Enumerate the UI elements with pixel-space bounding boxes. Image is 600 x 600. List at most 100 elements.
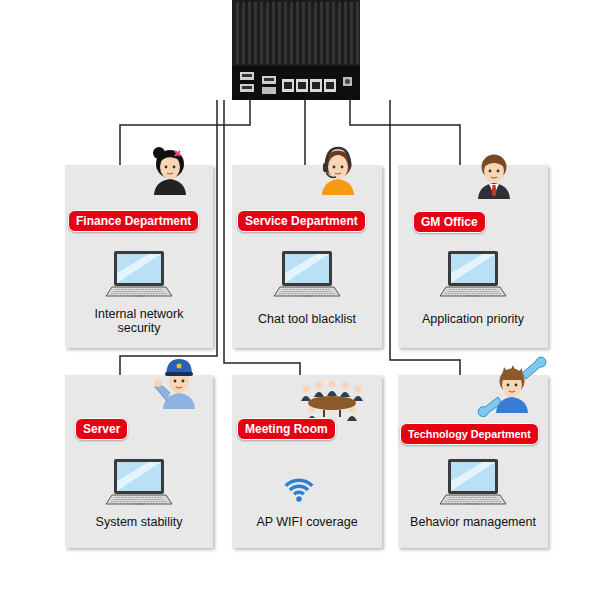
- wire: [350, 100, 460, 165]
- ethernet-port-inner: [326, 82, 334, 89]
- ethernet-port-inner: [298, 82, 306, 89]
- usb-port: [240, 72, 254, 80]
- table-leg: [323, 410, 325, 417]
- usb-port: [262, 76, 276, 84]
- department-label: Finance Department: [68, 210, 199, 232]
- avatar-face: [502, 373, 522, 397]
- router-front: [232, 66, 360, 100]
- laptop-notch: [133, 503, 145, 505]
- attendee-head: [316, 382, 323, 389]
- department-panel: Chat tool blacklist Service Department: [232, 165, 382, 348]
- laptop-icon: [106, 251, 172, 297]
- router-ports: [240, 72, 352, 94]
- router-fin: [248, 2, 251, 64]
- avatar-icon: [301, 381, 363, 422]
- laptop-screen-glare: [117, 254, 161, 283]
- laptop-base: [106, 495, 172, 504]
- laptop-screen-glare: [451, 462, 495, 491]
- avatar-mouth: [509, 391, 515, 392]
- wifi-dot: [296, 496, 302, 502]
- avatar-hair: [482, 155, 507, 180]
- avatar-eye: [489, 170, 492, 173]
- laptop-icon: [440, 251, 506, 297]
- router-fin: [332, 2, 335, 64]
- department-name: Finance Department: [76, 214, 191, 228]
- laptop-screen: [285, 254, 329, 283]
- attendee-head: [303, 386, 310, 393]
- usb-port-inner: [242, 86, 252, 89]
- router-body: [232, 0, 360, 100]
- avatar-mouth: [167, 173, 173, 174]
- feature-caption: AP WIFI coverage: [244, 515, 370, 529]
- department-name: Server: [83, 422, 120, 436]
- laptop-screen-glare: [117, 462, 161, 491]
- laptop-keys: [445, 501, 501, 502]
- laptop-notch: [133, 295, 145, 297]
- laptop-keys: [445, 293, 501, 294]
- laptop-screen: [117, 254, 161, 283]
- router-fin: [308, 2, 311, 64]
- laptop-notch: [301, 295, 313, 297]
- router-fin: [314, 2, 317, 64]
- avatar-mouth: [335, 173, 341, 174]
- wire: [304, 100, 306, 165]
- laptop-icon: [106, 459, 172, 505]
- laptop-base: [274, 287, 340, 296]
- avatar-hair-clip: [175, 151, 180, 156]
- laptop-keys: [447, 291, 499, 292]
- department-name: Service Department: [245, 214, 358, 228]
- department-panel: AP WIFI coverageMeeting Room: [232, 375, 382, 548]
- avatar-mouth: [491, 177, 497, 178]
- avatar-fringe: [160, 152, 181, 162]
- laptop-base: [106, 287, 172, 296]
- attendee-body: [340, 392, 350, 397]
- router-fin: [236, 2, 239, 64]
- router-fin: [350, 2, 353, 64]
- router-fin: [296, 2, 299, 64]
- laptop-lid: [114, 459, 164, 494]
- avatar-eye: [497, 170, 500, 173]
- avatar-headset: [326, 148, 350, 167]
- laptop-base: [440, 287, 506, 296]
- feature-caption: Behavior management: [410, 515, 536, 529]
- ethernet-port: [296, 79, 308, 92]
- avatar-hair-bun: [153, 147, 165, 159]
- router-fin: [302, 2, 305, 64]
- avatar-arm: [155, 383, 170, 401]
- department-label: Service Department: [237, 210, 366, 232]
- router-fin: [266, 2, 269, 64]
- department-panel: Internal network securityFinance Departm…: [65, 165, 213, 348]
- laptop-keys: [115, 289, 163, 290]
- laptop-lid: [448, 251, 498, 286]
- meeting-table: [308, 396, 356, 410]
- avatar-eye: [507, 384, 510, 387]
- avatar-eye: [173, 166, 176, 169]
- router-fin: [338, 2, 341, 64]
- department-name: Technology Department: [408, 427, 531, 441]
- laptop-lid: [282, 251, 332, 286]
- laptop-screen: [451, 462, 495, 491]
- ethernet-port: [324, 79, 336, 92]
- router-fin: [326, 2, 329, 64]
- wifi-icon: [285, 478, 314, 501]
- avatar-fringe: [484, 158, 504, 168]
- avatar-face: [169, 369, 189, 393]
- laptop-keys: [115, 497, 163, 498]
- wifi-arc: [289, 485, 310, 492]
- router-fin: [260, 2, 263, 64]
- avatar-face: [160, 155, 180, 179]
- power-button-inner: [345, 79, 350, 84]
- laptop-notch: [467, 503, 479, 505]
- avatar-icon: [154, 359, 195, 409]
- avatar-icon: [322, 148, 354, 195]
- router-fin: [344, 2, 347, 64]
- usb-port-inner: [264, 78, 274, 81]
- router-fin: [242, 2, 245, 64]
- laptop-keys: [111, 293, 167, 294]
- avatar-hair: [500, 369, 525, 394]
- laptop-icon: [440, 459, 506, 505]
- table-leg: [339, 410, 341, 417]
- feature-caption: Chat tool blacklist: [244, 312, 370, 326]
- router-fin: [284, 2, 287, 64]
- laptop-lid: [114, 251, 164, 286]
